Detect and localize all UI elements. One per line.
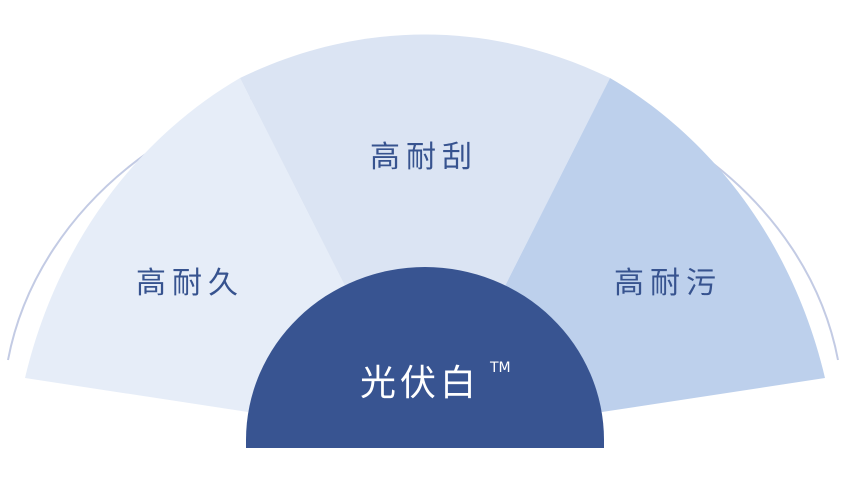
segment-high-durability [25,78,345,412]
segment-label-high-scratch-resistance: 高耐刮 [370,140,478,175]
center-label: 光伏白 [360,363,480,404]
segment-label-high-stain-resistance: 高耐污 [614,266,722,301]
center-semicircle [246,267,604,448]
trademark-mark: TM [489,360,511,376]
segment-high-stain-resistance [505,78,825,412]
segment-label-high-durability: 高耐久 [136,266,244,301]
segment-high-scratch-resistance [240,34,610,286]
